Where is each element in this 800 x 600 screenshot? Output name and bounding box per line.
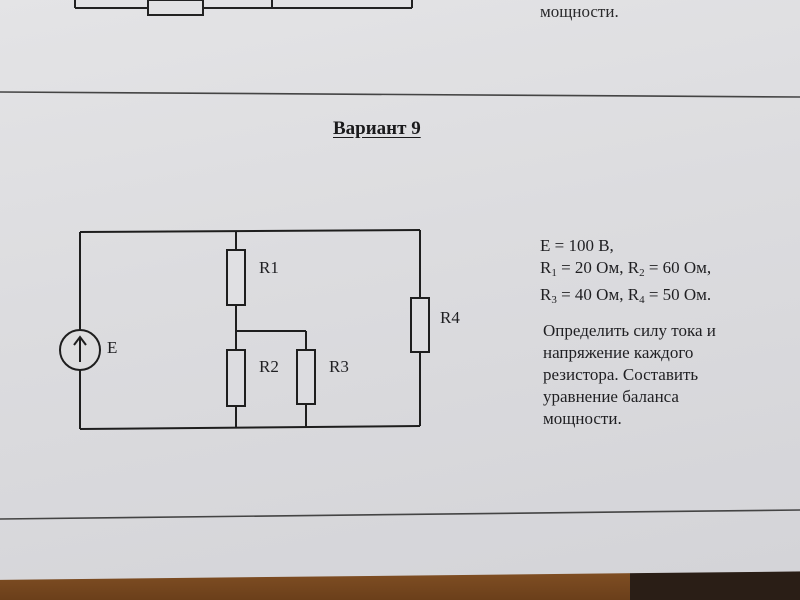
r2-label: R2	[259, 357, 279, 376]
given-r1-r2: R1 = 20 Ом, R2 = 60 Ом,	[540, 257, 711, 284]
given-emf: E = 100 В,	[540, 236, 614, 255]
prev-resistor	[147, 0, 204, 16]
divider-bottom	[0, 509, 800, 520]
r4-label: R4	[440, 308, 460, 327]
previous-circuit-fragment	[74, 0, 413, 16]
r2-value: = 60 Ом,	[644, 258, 712, 277]
resistor-r1	[226, 249, 246, 306]
task-statement: Определить силу тока и напряжение каждог…	[543, 320, 793, 430]
r3-value: = 40 Ом,	[556, 285, 628, 304]
task-line: резистора. Составить	[543, 365, 699, 384]
resistor-r2	[226, 349, 246, 407]
r1-symbol: R	[540, 258, 552, 277]
circuit-diagram	[59, 229, 430, 430]
wire-bottom	[79, 425, 421, 430]
r3-subscript: 3	[551, 294, 557, 306]
r1-value: = 20 Ом,	[556, 258, 628, 277]
given-values: E = 100 В, R1 = 20 Ом, R2 = 60 Ом, R3 = …	[540, 235, 711, 311]
r3-label: R3	[329, 357, 349, 376]
r2-symbol: R	[627, 258, 640, 277]
task-line: Определить силу тока и	[543, 321, 716, 340]
source-arrow-head	[73, 335, 87, 346]
r2-subscript: 2	[639, 267, 645, 279]
wire-top	[79, 229, 421, 233]
r1-subscript: 1	[551, 267, 557, 279]
r3-symbol: R	[540, 285, 552, 304]
divider-top	[0, 91, 800, 98]
r4-subscript: 4	[639, 294, 645, 306]
resistor-r3	[296, 349, 316, 405]
resistor-r4	[410, 297, 430, 353]
source-label: E	[107, 338, 118, 357]
task-line: уравнение баланса	[543, 387, 679, 406]
r4-value: = 50 Ом.	[644, 285, 712, 304]
previous-task-text: мощности.	[540, 2, 619, 21]
task-line: напряжение каждого	[543, 343, 694, 362]
task-line: мощности.	[543, 409, 622, 428]
r4-symbol: R	[627, 285, 640, 304]
given-r3-r4: R3 = 40 Ом, R4 = 50 Ом.	[540, 284, 711, 311]
r1-label: R1	[259, 258, 279, 277]
variant-heading: Вариант 9	[333, 118, 421, 139]
